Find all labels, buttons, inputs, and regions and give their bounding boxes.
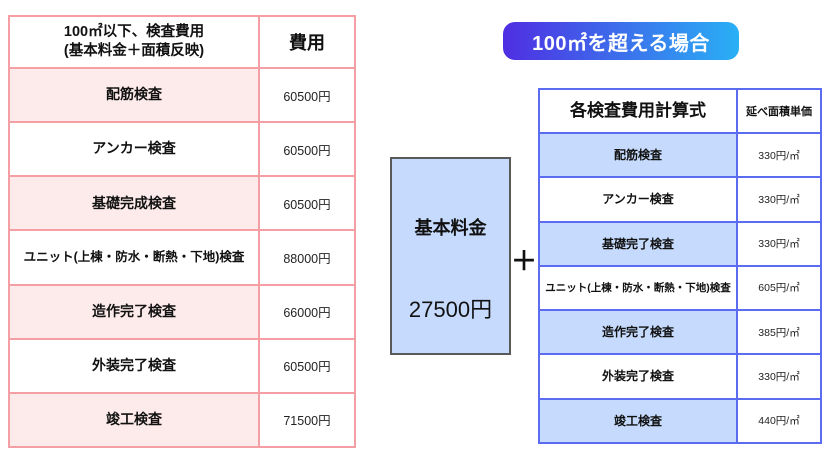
inspection-name: 竣工検査 (10, 393, 260, 446)
inspection-name: アンカー検査 (10, 123, 260, 176)
over-100-header-title: 各検査費用計算式 (540, 90, 738, 132)
base-fee-label: 基本料金 (414, 218, 487, 238)
table-row: ユニット(上棟・防水・断熱・下地)検査 605円/㎡ (540, 264, 820, 310)
inspection-name: 配筋検査 (540, 134, 738, 177)
table-header-row: 100㎡以下、検査費用 (基本料金＋面積反映) 費用 (10, 17, 354, 67)
inspection-name: ユニット(上棟・防水・断熱・下地)検査 (540, 266, 738, 310)
inspection-fee: 60500円 (260, 69, 354, 122)
unit-price: 385円/㎡ (738, 311, 820, 354)
inspection-fee: 60500円 (260, 339, 354, 392)
unit-price: 330円/㎡ (738, 355, 820, 398)
inspection-name: 造作完了検査 (540, 311, 738, 354)
table-row: 外装完了検査 330円/㎡ (540, 353, 820, 398)
table-row: 竣工検査 440円/㎡ (540, 397, 820, 442)
under-100-header-title: 100㎡以下、検査費用 (基本料金＋面積反映) (10, 17, 260, 67)
inspection-name: 基礎完成検査 (10, 177, 260, 230)
unit-price: 440円/㎡ (738, 399, 820, 442)
unit-price: 330円/㎡ (738, 134, 820, 177)
table-row: 造作完了検査 66000円 (10, 283, 354, 338)
plus-sign: ＋ (510, 245, 537, 276)
inspection-name: 外装完了検査 (10, 339, 260, 392)
base-fee-value: 27500円 (408, 297, 493, 322)
inspection-fee: 66000円 (260, 285, 354, 338)
inspection-name: ユニット(上棟・防水・断熱・下地)検査 (10, 231, 260, 284)
inspection-name: 配筋検査 (10, 69, 260, 122)
unit-price: 605円/㎡ (738, 266, 820, 310)
base-fee-box: 基本料金 27500円 (390, 157, 511, 355)
over-100-unit-price-table: 各検査費用計算式 延べ面積単価 配筋検査 330円/㎡ アンカー検査 330円/… (538, 88, 822, 444)
header-title-line2: (基本料金＋面積反映) (63, 43, 205, 59)
table-row: 外装完了検査 60500円 (10, 337, 354, 392)
inspection-fee: 71500円 (260, 393, 354, 446)
table-row: 基礎完了検査 330円/㎡ (540, 220, 820, 265)
table-row: 竣工検査 71500円 (10, 391, 354, 446)
table-row: 造作完了検査 385円/㎡ (540, 309, 820, 354)
unit-price: 330円/㎡ (738, 178, 820, 221)
table-row: 配筋検査 60500円 (10, 67, 354, 122)
inspection-name: 外装完了検査 (540, 355, 738, 398)
table-row: アンカー検査 330円/㎡ (540, 176, 820, 221)
inspection-name: 竣工検査 (540, 399, 738, 442)
inspection-name: 造作完了検査 (10, 285, 260, 338)
under-100-fee-table: 100㎡以下、検査費用 (基本料金＋面積反映) 費用 配筋検査 60500円 ア… (8, 15, 356, 448)
table-header-row: 各検査費用計算式 延べ面積単価 (540, 90, 820, 132)
over-100-header-unit: 延べ面積単価 (738, 90, 820, 132)
inspection-name: アンカー検査 (540, 178, 738, 221)
table-row: 基礎完成検査 60500円 (10, 175, 354, 230)
inspection-fee: 60500円 (260, 177, 354, 230)
table-row: 配筋検査 330円/㎡ (540, 132, 820, 177)
table-row: アンカー検査 60500円 (10, 121, 354, 176)
inspection-fee: 60500円 (260, 123, 354, 176)
over-100-badge: 100㎡を超える場合 (503, 22, 739, 60)
under-100-header-fee: 費用 (260, 17, 354, 67)
unit-price: 330円/㎡ (738, 222, 820, 265)
inspection-name: 基礎完了検査 (540, 222, 738, 265)
header-title-line1: 100㎡以下、検査費用 (63, 24, 205, 41)
table-row: ユニット(上棟・防水・断熱・下地)検査 88000円 (10, 229, 354, 284)
inspection-fee: 88000円 (260, 231, 354, 284)
